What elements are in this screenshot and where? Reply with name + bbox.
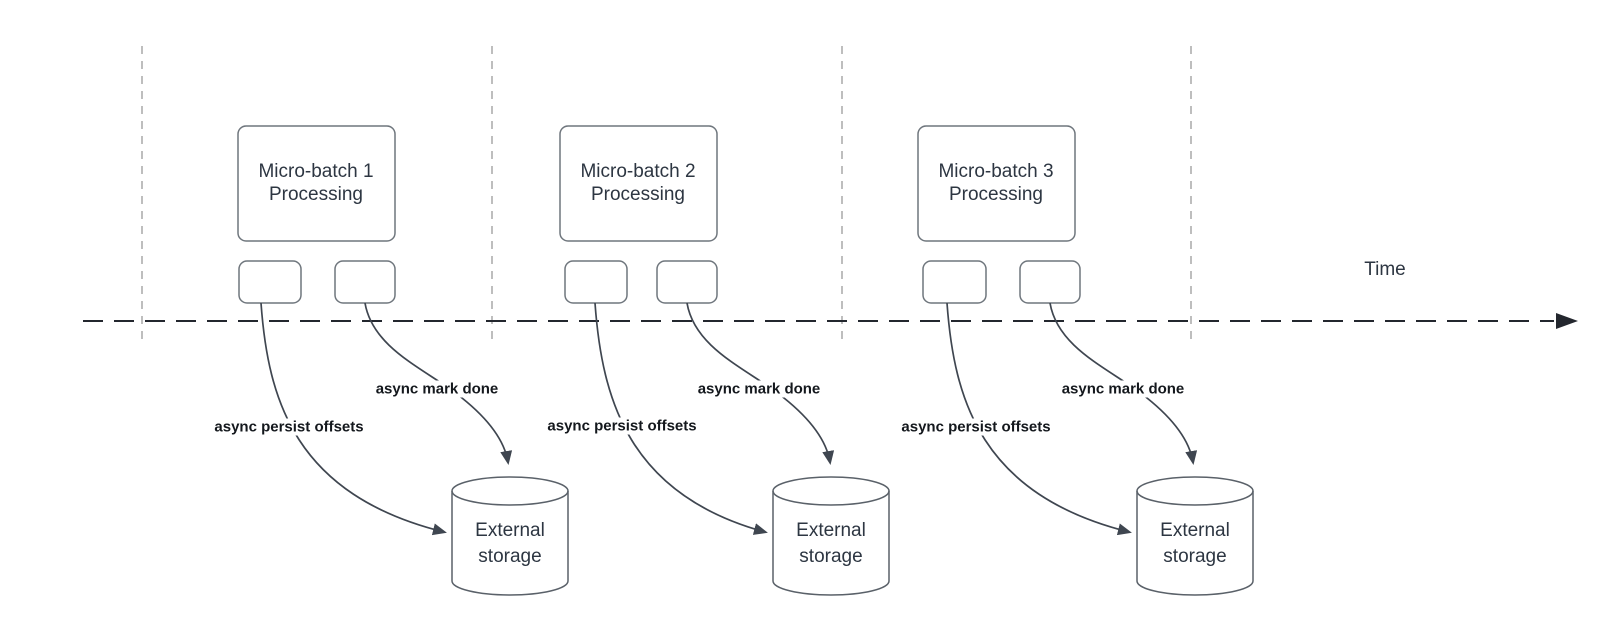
micro-batch-3-offset-task-box bbox=[922, 260, 987, 304]
external-storage-cylinder-3-rim bbox=[1136, 490, 1254, 506]
external-storage-cylinder-2 bbox=[772, 476, 890, 596]
micro-batch-2-label: Micro-batch 2 Processing bbox=[580, 160, 695, 206]
external-storage-cylinder-1-rim bbox=[451, 490, 569, 506]
micro-batch-2-label-line2: Processing bbox=[590, 184, 685, 205]
external-storage-label-2-line1: External bbox=[796, 520, 866, 541]
micro-batch-1-group bbox=[237, 125, 569, 596]
persist-offsets-label-1: async persist offsets bbox=[211, 418, 367, 436]
external-storage-label-3-line2: storage bbox=[1163, 546, 1227, 567]
persist-offsets-arrow-3 bbox=[946, 302, 1132, 536]
persist-offsets-arrow-2 bbox=[594, 302, 768, 535]
micro-batch-2-group bbox=[559, 125, 890, 596]
micro-batch-1-label: Micro-batch 1 Processing bbox=[258, 160, 373, 206]
micro-batch-2-label-line1: Micro-batch 2 bbox=[580, 161, 696, 182]
micro-batch-1-box bbox=[237, 125, 396, 242]
micro-batch-3-group bbox=[917, 125, 1254, 596]
micro-batch-3-label: Micro-batch 3 Processing bbox=[938, 160, 1053, 206]
micro-batch-2-offset-task-box bbox=[564, 260, 628, 304]
external-storage-label-2-line2: storage bbox=[799, 546, 863, 567]
external-storage-cylinder-2-rim bbox=[772, 490, 890, 506]
micro-batch-3-box bbox=[917, 125, 1076, 242]
persist-offsets-label-3: async persist offsets bbox=[898, 418, 1054, 436]
time-axis-label: Time bbox=[1364, 259, 1406, 280]
micro-batch-3-label-line2: Processing bbox=[948, 184, 1043, 205]
external-storage-label-1: External storage bbox=[475, 518, 545, 570]
micro-batch-3-label-line1: Micro-batch 3 bbox=[938, 161, 1054, 182]
micro-batch-1-done-task-box bbox=[334, 260, 396, 304]
mark-done-label-3: async mark done bbox=[1058, 380, 1188, 398]
time-axis-arrowhead-icon bbox=[1556, 313, 1578, 329]
mark-done-label-1: async mark done bbox=[372, 380, 502, 398]
micro-batch-1-label-line2: Processing bbox=[268, 184, 363, 205]
micro-batch-2-box bbox=[559, 125, 718, 242]
micro-batch-1-label-line1: Micro-batch 1 bbox=[258, 161, 374, 182]
persist-offsets-label-2: async persist offsets bbox=[544, 417, 700, 435]
external-storage-cylinder-3 bbox=[1136, 476, 1254, 596]
persist-offsets-arrow-1 bbox=[260, 302, 447, 536]
external-storage-label-1-line2: storage bbox=[478, 546, 542, 567]
external-storage-label-1-line1: External bbox=[475, 520, 545, 541]
micro-batch-3-done-task-box bbox=[1019, 260, 1081, 304]
external-storage-label-3: External storage bbox=[1160, 518, 1230, 570]
external-storage-label-3-line1: External bbox=[1160, 520, 1230, 541]
micro-batch-2-done-task-box bbox=[656, 260, 718, 304]
micro-batch-1-offset-task-box bbox=[238, 260, 302, 304]
external-storage-cylinder-1 bbox=[451, 476, 569, 596]
external-storage-label-2: External storage bbox=[796, 518, 866, 570]
mark-done-label-2: async mark done bbox=[694, 380, 824, 398]
